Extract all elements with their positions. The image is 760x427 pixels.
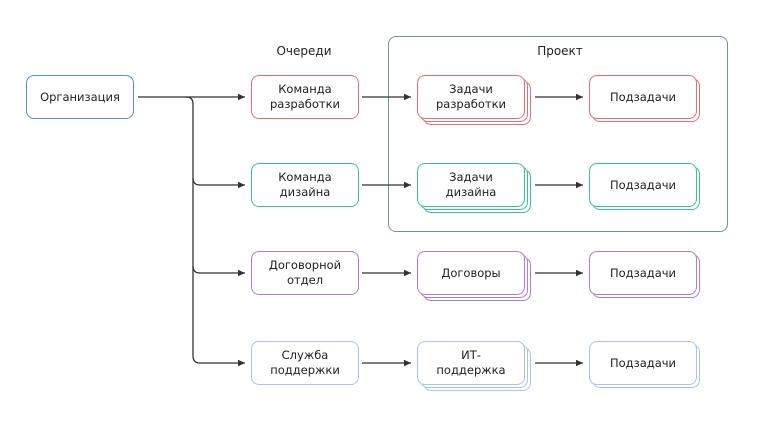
subtasks-node-contracts: Подзадачи xyxy=(589,251,700,298)
subtasks-node-design: Подзадачи xyxy=(589,163,700,210)
tasks-label: Задачи дизайна xyxy=(417,163,525,207)
subtasks-label: Подзадачи xyxy=(589,75,697,119)
tasks-node-design: Задачи дизайна xyxy=(417,163,531,213)
tasks-label: Договоры xyxy=(417,251,525,295)
queue-node-dev-team: Команда разработки xyxy=(251,75,359,119)
tasks-label: Задачи разработки xyxy=(417,75,525,119)
subtasks-label: Подзадачи xyxy=(589,251,697,295)
queue-node-support-service: Служба поддержки xyxy=(251,341,359,385)
arrow-org-to-queue-3 xyxy=(192,265,245,277)
tasks-node-it-support: ИТ- поддержка xyxy=(417,341,531,391)
tasks-node-contracts: Договоры xyxy=(417,251,531,301)
project-container xyxy=(388,36,728,232)
trunk-line xyxy=(185,96,194,356)
queue-node-contracts-dept: Договорной отдел xyxy=(251,251,359,295)
subtasks-node-dev: Подзадачи xyxy=(589,75,700,122)
project-header: Проект xyxy=(537,44,583,58)
arrow-org-to-queue-2 xyxy=(192,177,245,189)
subtasks-node-it-support: Подзадачи xyxy=(589,341,700,388)
tasks-node-dev: Задачи разработки xyxy=(417,75,531,125)
arrow-org-to-queue-4 xyxy=(192,355,245,367)
subtasks-label: Подзадачи xyxy=(589,163,697,207)
queues-header: Очереди xyxy=(276,44,332,58)
organization-node: Организация xyxy=(26,75,134,119)
tasks-label: ИТ- поддержка xyxy=(417,341,525,385)
queue-node-design-team: Команда дизайна xyxy=(251,163,359,207)
subtasks-label: Подзадачи xyxy=(589,341,697,385)
